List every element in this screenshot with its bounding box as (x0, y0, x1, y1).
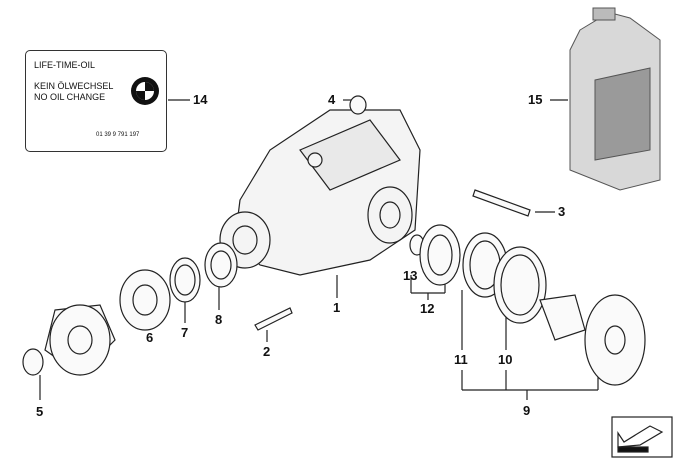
label-line-3: NO OIL CHANGE (34, 92, 106, 102)
callout-4: 4 (328, 92, 336, 107)
callout-1: 1 (333, 300, 341, 315)
oil-bottle (569, 7, 661, 191)
label-line-2: KEIN ÖLWECHSEL (34, 81, 114, 91)
callout-14: 14 (193, 92, 208, 107)
callout-7: 7 (181, 325, 189, 340)
lifetime-oil-label-card: LIFE-TIME-OIL KEIN ÖLWECHSEL NO OIL CHAN… (25, 50, 167, 152)
callout-9: 9 (523, 403, 531, 418)
callout-13: 13 (403, 268, 418, 283)
callout-15: 15 (528, 92, 543, 107)
seals-and-flanges (22, 95, 646, 386)
callout-12: 12 (420, 301, 435, 316)
callout-5: 5 (36, 404, 44, 419)
differential-housing (219, 109, 421, 276)
bmw-logo-icon (131, 77, 159, 105)
callout-8: 8 (215, 312, 223, 327)
arrow-back-icon[interactable] (611, 416, 673, 458)
callout-10: 10 (498, 352, 513, 367)
callout-2: 2 (263, 344, 271, 359)
callout-3: 3 (558, 204, 566, 219)
callout-6: 6 (146, 330, 154, 345)
label-part-number: 01 39 9 791 197 (96, 132, 140, 138)
callout-11: 11 (454, 352, 468, 367)
label-line-1: LIFE-TIME-OIL (34, 60, 96, 70)
